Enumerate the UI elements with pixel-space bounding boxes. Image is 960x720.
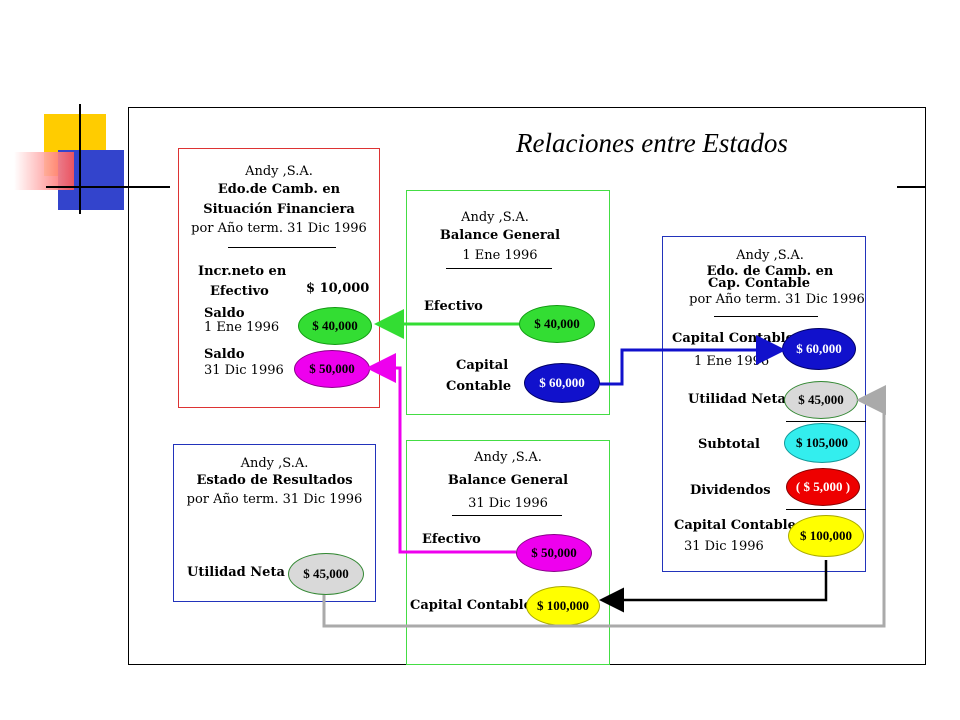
statement-title: Balance General (439, 228, 561, 243)
deco-horizontal-line-left (46, 186, 170, 188)
utilidad-label: Utilidad Neta (688, 392, 786, 407)
capital-label: Capital Contable (674, 518, 796, 533)
arrow-capital-final (599, 560, 828, 613)
saldo-date: 1 Ene 1996 (204, 320, 280, 335)
divider (786, 509, 866, 510)
divider (228, 247, 336, 248)
saldo-label: Saldo (204, 347, 245, 362)
saldo-date: 31 Dic 1996 (204, 363, 284, 378)
company-name: Andy ,S.A. (736, 248, 804, 263)
capital-date: 1 Ene 1996 (694, 354, 770, 369)
value-oval: $ 45,000 (784, 381, 858, 419)
value-oval: $ 60,000 (524, 363, 600, 403)
arrow-utilidad-neta (322, 385, 886, 628)
arrow-efectivo-final (366, 353, 516, 554)
company-name: Andy ,S.A. (474, 450, 542, 465)
statement-title: Edo.de Camb. en (217, 182, 341, 197)
incr-value: $ 10,000 (306, 281, 370, 296)
company-name: Andy ,S.A. (245, 164, 313, 179)
divider (452, 515, 562, 516)
statement-title: Situación Financiera (203, 202, 355, 217)
statement-period: por Año term. 31 Dic 1996 (191, 221, 367, 236)
capital-label: Capital (456, 358, 509, 373)
divider (786, 421, 866, 422)
value-oval: $ 50,000 (516, 534, 592, 572)
value-oval: $ 105,000 (784, 423, 860, 463)
statement-date: 31 Dic 1996 (468, 496, 548, 511)
box-situacion-financiera (178, 148, 380, 408)
dividendos-label: Dividendos (690, 483, 771, 498)
value-oval: ( $ 5,000 ) (786, 468, 860, 506)
utilidad-label: Utilidad Neta (187, 565, 285, 580)
statement-title: Estado de Resultados (196, 473, 353, 488)
deco-horizontal-line-right (897, 186, 925, 188)
deco-red-square (14, 152, 74, 190)
statement-period: por Año term. 31 Dic 1996 (689, 292, 865, 307)
divider (714, 316, 818, 317)
value-oval: $ 45,000 (288, 553, 364, 595)
subtotal-label: Subtotal (698, 437, 760, 452)
incr-label: Incr.neto en (198, 264, 287, 279)
company-name: Andy ,S.A. (461, 210, 529, 225)
efectivo-label: Efectivo (424, 299, 483, 314)
company-name: Andy ,S.A. (240, 456, 309, 471)
capital-label: Contable (446, 379, 512, 394)
diagram-title: Relaciones entre Estados (516, 128, 788, 158)
statement-period: por Año term. 31 Dic 1996 (186, 492, 363, 507)
value-oval: $ 100,000 (788, 515, 864, 557)
divider (446, 268, 552, 269)
efectivo-label: Efectivo (422, 532, 481, 547)
deco-vertical-line (79, 104, 81, 214)
capital-date: 31 Dic 1996 (684, 539, 764, 554)
saldo-label: Saldo (204, 306, 245, 321)
incr-label: Efectivo (210, 284, 269, 299)
statement-title: Edo. de Camb. en (706, 264, 834, 279)
statement-date: 1 Ene 1996 (462, 248, 538, 263)
statement-title: Balance General (447, 473, 569, 488)
statement-title: Cap. Contable (707, 276, 811, 291)
capital-label: Capital Contable (410, 598, 532, 613)
value-oval: $ 40,000 (298, 307, 372, 345)
arrow-capital-inicial (600, 335, 786, 386)
value-oval: $ 40,000 (519, 305, 595, 343)
